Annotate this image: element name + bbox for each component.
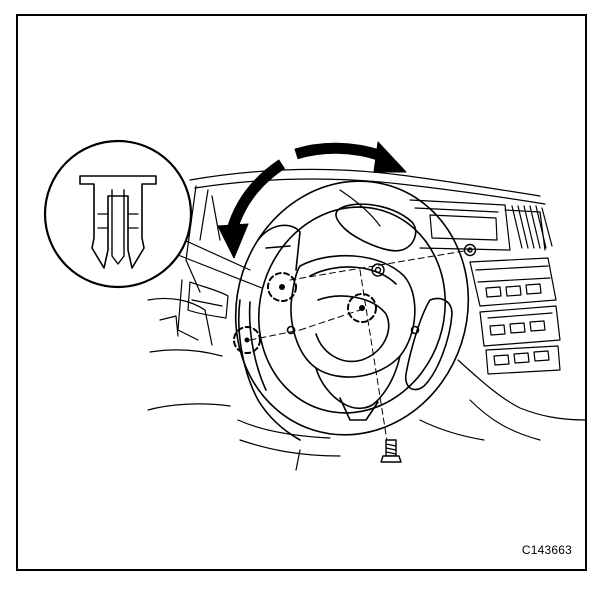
figure-code: C143663 (521, 543, 572, 557)
bolt-icon (380, 439, 402, 463)
steering-wheel (234, 180, 470, 441)
hub-bolt (371, 243, 477, 277)
clip-detail-icon (43, 139, 263, 289)
clip-location-markers (233, 272, 377, 354)
dashed-circle-icon (267, 272, 297, 302)
dashboard-outline (147, 168, 587, 471)
dashed-circle-icon (347, 293, 377, 323)
figure-frame (16, 14, 587, 571)
dashed-circle-icon (233, 326, 261, 354)
double-curved-arrow-icon (217, 141, 407, 259)
clip-dots (244, 284, 365, 343)
